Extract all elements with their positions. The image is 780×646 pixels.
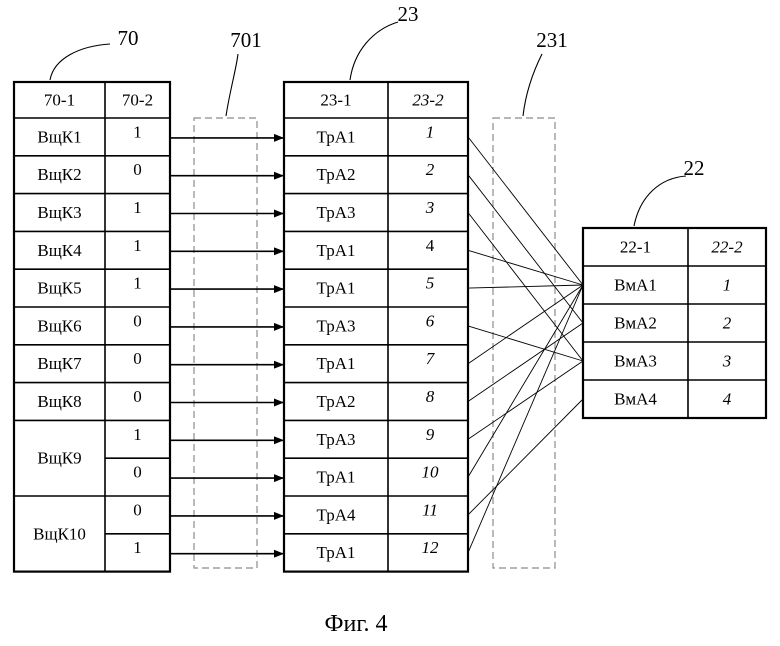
table-23-row-index: 1 bbox=[426, 122, 435, 141]
table-70-row-label: ВщК8 bbox=[37, 392, 81, 411]
ref-231-label-leader bbox=[523, 54, 542, 116]
mapping-line bbox=[468, 323, 583, 402]
table-70-bit-value: 1 bbox=[133, 122, 142, 141]
ref-23-label: 23 bbox=[398, 2, 419, 26]
table-70-row-label: ВщК10 bbox=[33, 524, 86, 543]
table-70-bit-value: 0 bbox=[133, 311, 142, 330]
mapping-line bbox=[468, 285, 583, 553]
table-70-bit-value: 1 bbox=[133, 425, 142, 444]
table-23-row-name: ТрА4 bbox=[316, 505, 356, 524]
mapping-line bbox=[468, 175, 583, 323]
mapping-line bbox=[468, 137, 583, 285]
mapping-line bbox=[468, 361, 583, 439]
ref-231-label: 231 bbox=[536, 28, 568, 52]
table-23-row-name: ТрА2 bbox=[316, 392, 355, 411]
mapping-line bbox=[468, 285, 583, 288]
table-23-row-name: ТрА1 bbox=[316, 279, 355, 298]
table-23-header-col1: 23-1 bbox=[320, 91, 351, 110]
table-23-header-col2: 23-2 bbox=[412, 91, 444, 110]
table-23-row-name: ТрА1 bbox=[316, 543, 355, 562]
mapping-line bbox=[468, 399, 583, 515]
table-70-row-label: ВщК3 bbox=[37, 203, 81, 222]
table-22-row-index: 2 bbox=[723, 314, 732, 333]
ref-70-label-leader bbox=[50, 44, 110, 80]
table-70-row-label: ВщК7 bbox=[37, 354, 82, 373]
table-70-bit-value: 0 bbox=[133, 160, 142, 179]
ref-70-label: 70 bbox=[118, 26, 139, 50]
ref-701-label-leader bbox=[226, 54, 238, 116]
table-23-row-name: ТрА3 bbox=[316, 430, 355, 449]
table-70-row-label: ВщК5 bbox=[37, 279, 81, 298]
ref-701-label: 701 bbox=[230, 28, 262, 52]
mapping-line bbox=[468, 326, 583, 361]
table-23-row-index: 6 bbox=[426, 311, 435, 330]
table-22-row-name: ВмА2 bbox=[614, 314, 657, 333]
table-23-row-index: 2 bbox=[426, 160, 435, 179]
table-23-row-index: 7 bbox=[426, 349, 436, 368]
table-23-row-index: 8 bbox=[426, 387, 435, 406]
table-23-row-name: ТрА2 bbox=[316, 165, 355, 184]
table-23-row-name: ТрА1 bbox=[316, 127, 355, 146]
table-22-header-col2: 22-2 bbox=[711, 238, 743, 257]
table-22-row-index: 1 bbox=[723, 276, 732, 295]
table-70-row-label: ВщК6 bbox=[37, 316, 81, 335]
table-70-header-col2: 70-2 bbox=[122, 91, 153, 110]
mapping-line bbox=[468, 250, 583, 285]
table-70-bit-value: 1 bbox=[133, 198, 142, 217]
table-22-row-name: ВмА4 bbox=[614, 390, 657, 409]
table-70-row-label: ВщК1 bbox=[37, 127, 81, 146]
table-70-header-col1: 70-1 bbox=[44, 91, 75, 110]
table-23-row-name: ТрА3 bbox=[316, 316, 355, 335]
ref-22-label: 22 bbox=[684, 156, 705, 180]
table-23-row-index: 12 bbox=[422, 538, 440, 557]
table-23-row-index: 5 bbox=[426, 274, 435, 293]
table-23-row-name: ТрА1 bbox=[316, 468, 355, 487]
table-23-row-index: 11 bbox=[422, 500, 438, 519]
table-23-row-index: 10 bbox=[422, 463, 440, 482]
ref-23-label-leader bbox=[350, 22, 398, 80]
table-22-row-name: ВмА3 bbox=[614, 352, 657, 371]
table-70-bit-value: 0 bbox=[133, 387, 142, 406]
table-23-row-index: 9 bbox=[426, 425, 435, 444]
table-22-row-name: ВмА1 bbox=[614, 276, 657, 295]
table-22-row-index: 3 bbox=[722, 352, 732, 371]
table-23-row-name: ТрА3 bbox=[316, 203, 355, 222]
ref-22-label-leader bbox=[634, 176, 686, 226]
table-22-row-index: 4 bbox=[723, 390, 732, 409]
figure-caption: Фиг. 4 bbox=[325, 611, 388, 637]
table-70-bit-value: 0 bbox=[133, 349, 142, 368]
table-70-bit-value: 1 bbox=[133, 274, 142, 293]
table-22-header-col1: 22-1 bbox=[620, 238, 651, 257]
group-701-box bbox=[194, 118, 257, 568]
table-70-bit-value: 1 bbox=[133, 538, 142, 557]
table-23-row-index: 4 bbox=[426, 236, 435, 255]
mapping-line bbox=[468, 285, 583, 477]
table-23-row-name: ТрА1 bbox=[316, 241, 355, 260]
table-70-row-label: ВщК2 bbox=[37, 165, 81, 184]
table-22-frame bbox=[583, 228, 766, 418]
table-70-bit-value: 0 bbox=[133, 463, 142, 482]
table-23-row-index: 3 bbox=[425, 198, 435, 217]
table-70-row-label: ВщК9 bbox=[37, 449, 81, 468]
table-70-row-label: ВщК4 bbox=[37, 241, 82, 260]
table-70-bit-value: 0 bbox=[133, 500, 142, 519]
table-23-row-name: ТрА1 bbox=[316, 354, 355, 373]
table-70-bit-value: 1 bbox=[133, 236, 142, 255]
